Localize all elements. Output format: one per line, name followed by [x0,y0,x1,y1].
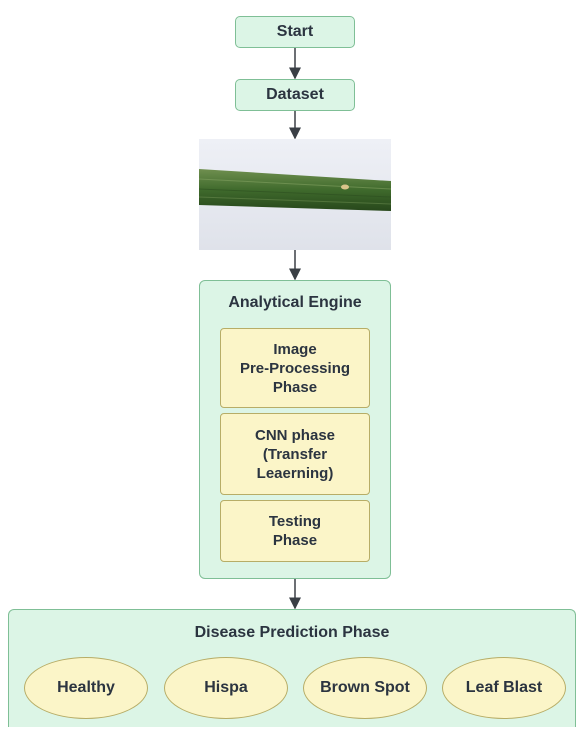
testing-line1: Testing [268,513,322,530]
class-healthy: Healthy [24,657,148,719]
testing-step: Testing Phase [220,500,370,562]
cnn-line1: CNN phase [254,426,336,444]
preprocessing-line1: Image [273,340,317,358]
class-brown-spot: Brown Spot [303,657,427,719]
testing-line2: Phase [272,532,318,549]
analytical-engine-title: Analytical Engine [228,294,362,311]
start-label: Start [276,23,314,40]
leaf-sample-image [199,139,391,250]
prediction-title: Disease Prediction Phase [194,624,390,641]
dataset-label: Dataset [266,86,324,103]
cnn-step: CNN phase (Transfer Leaerning) [220,413,370,495]
class-hispa-label: Hispa [204,679,248,696]
class-leaf-blast-label: Leaf Blast [465,679,543,696]
cnn-line3: Leaerning) [256,464,334,482]
preprocessing-line2: Pre-Processing [239,359,351,377]
dataset-node: Dataset [235,79,355,111]
start-node: Start [235,16,355,48]
class-hispa: Hispa [164,657,288,719]
preprocessing-line3: Phase [272,378,318,396]
leaf-spot [341,184,349,190]
class-leaf-blast: Leaf Blast [442,657,566,719]
leaf-blade [199,169,391,211]
cnn-line2: (Transfer [262,445,328,463]
class-brown-spot-label: Brown Spot [320,679,410,696]
preprocessing-step: Image Pre-Processing Phase [220,328,370,408]
class-healthy-label: Healthy [57,679,115,696]
